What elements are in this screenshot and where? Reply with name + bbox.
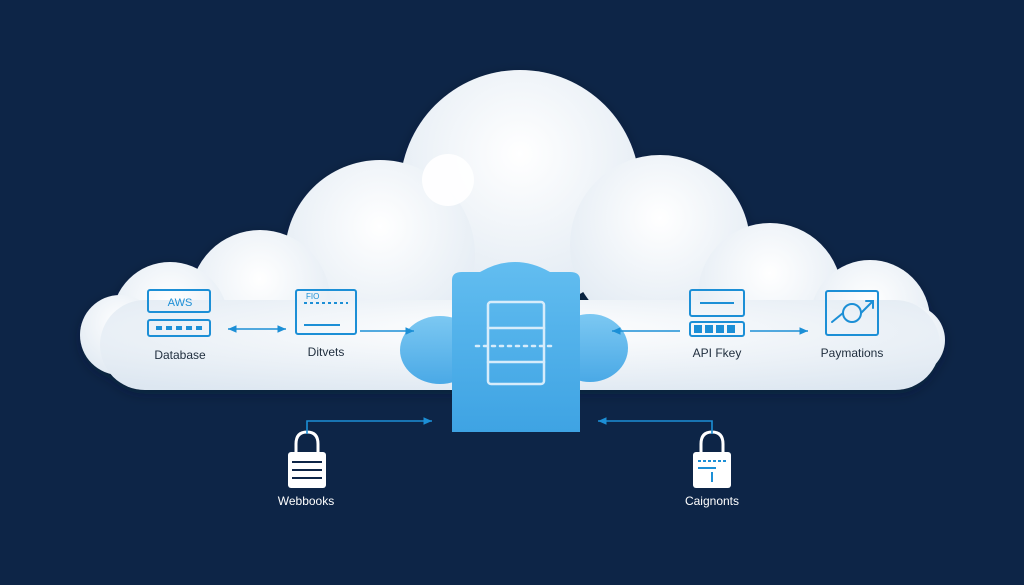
endpoints-label: Caignonts bbox=[685, 494, 739, 508]
panel-icon bbox=[295, 289, 357, 335]
datasets-badge: FIO bbox=[306, 292, 319, 301]
cloud-shape bbox=[80, 70, 945, 390]
padlock-server-icon bbox=[288, 430, 326, 488]
webhooks-label: Webbooks bbox=[278, 494, 334, 508]
server-rack-icon bbox=[147, 289, 211, 337]
trend-chart-icon bbox=[825, 290, 879, 336]
database-badge: AWS bbox=[168, 297, 193, 309]
document-scan-icon bbox=[474, 300, 558, 386]
keypad-icon bbox=[689, 289, 745, 337]
webhooks-node[interactable]: Webbooks bbox=[278, 430, 334, 508]
connectors bbox=[228, 325, 808, 434]
datasets-label: Ditvets bbox=[308, 345, 345, 359]
datasets-node[interactable]: FIO Ditvets bbox=[295, 289, 357, 359]
database-label: Database bbox=[154, 348, 206, 362]
connector-webhooks-hub bbox=[306, 417, 432, 434]
payments-node[interactable]: Paymations bbox=[821, 290, 884, 360]
api-key-label: API Fkey bbox=[693, 346, 742, 360]
database-node[interactable]: AWS Database bbox=[147, 289, 211, 362]
cloud-highlight bbox=[422, 154, 474, 206]
api-key-node[interactable]: API Fkey bbox=[689, 289, 745, 360]
connector-endpoints-hub bbox=[598, 417, 713, 434]
payments-label: Paymations bbox=[821, 346, 884, 360]
hub-card[interactable] bbox=[452, 262, 580, 432]
endpoints-node[interactable]: Caignonts bbox=[685, 430, 739, 508]
padlock-card-icon bbox=[693, 430, 731, 488]
